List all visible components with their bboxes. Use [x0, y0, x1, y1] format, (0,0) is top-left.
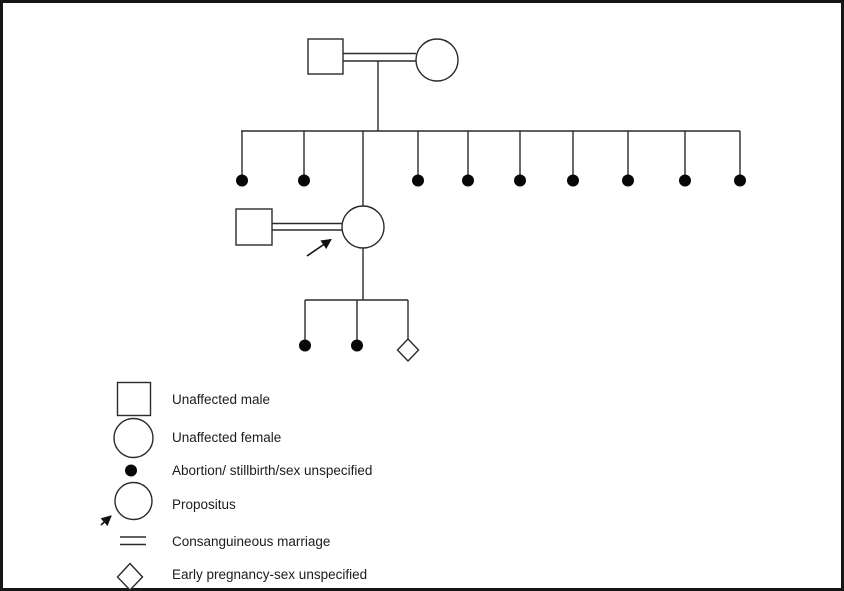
generation2	[235, 130, 746, 300]
propositus-circle	[341, 205, 385, 249]
legend-label: Early pregnancy-sex unspecified	[172, 567, 367, 582]
gen2-children	[236, 131, 746, 187]
propositus-arrow-icon	[100, 515, 112, 527]
unaffected-female-symbol	[113, 417, 154, 459]
legend-label: Propositus	[172, 497, 236, 512]
gen2-abortion-stillbirth-dot	[462, 174, 474, 187]
gen2-abortion-stillbirth-dot	[514, 174, 526, 187]
gen2-abortion-stillbirth-dot	[622, 174, 634, 187]
gen2-abortion-stillbirth-dot	[567, 174, 579, 187]
legend-item-abortion-stillbirth: Abortion/ stillbirth/sex unspecified	[125, 463, 372, 478]
generation1	[307, 38, 459, 131]
gen2-abortion-stillbirth-dot	[412, 174, 424, 187]
gen2-abortion-stillbirth-dot	[236, 174, 248, 187]
legend-item-unaffected-female: Unaffected female	[113, 417, 281, 459]
legend-item-propositus: Propositus	[100, 481, 236, 527]
gen3-abortion-stillbirth-dot	[351, 339, 363, 352]
abortion-stillbirth-symbol	[125, 464, 137, 477]
gen3-early-pregnancy-diamond	[396, 337, 420, 363]
gen3-abortion-stillbirth-dot	[299, 339, 311, 352]
legend-item-early-pregnancy: Early pregnancy-sex unspecified	[116, 562, 367, 591]
gen2-husband-square	[235, 208, 273, 246]
legend-label: Unaffected female	[172, 430, 281, 445]
generation3	[299, 299, 420, 363]
gen2-abortion-stillbirth-dot	[679, 174, 691, 187]
early-pregnancy-diamond-symbol	[116, 562, 144, 591]
gen2-couple	[235, 205, 385, 257]
unaffected-male-symbol	[116, 381, 152, 417]
legend-item-consanguineous-marriage: Consanguineous marriage	[120, 534, 330, 549]
propositus-arrow-icon	[306, 238, 332, 257]
legend-label: Unaffected male	[172, 392, 270, 407]
gen2-abortion-stillbirth-dot	[298, 174, 310, 187]
propositus-symbol	[114, 481, 153, 521]
gen1-father-square	[307, 38, 344, 75]
legend: Unaffected male Unaffected female Aborti…	[100, 381, 372, 591]
gen1-mother-circle	[415, 38, 459, 82]
legend-item-unaffected-male: Unaffected male	[116, 381, 270, 417]
legend-label: Abortion/ stillbirth/sex unspecified	[172, 463, 372, 478]
gen2-abortion-stillbirth-dot	[734, 174, 746, 187]
legend-label: Consanguineous marriage	[172, 534, 330, 549]
